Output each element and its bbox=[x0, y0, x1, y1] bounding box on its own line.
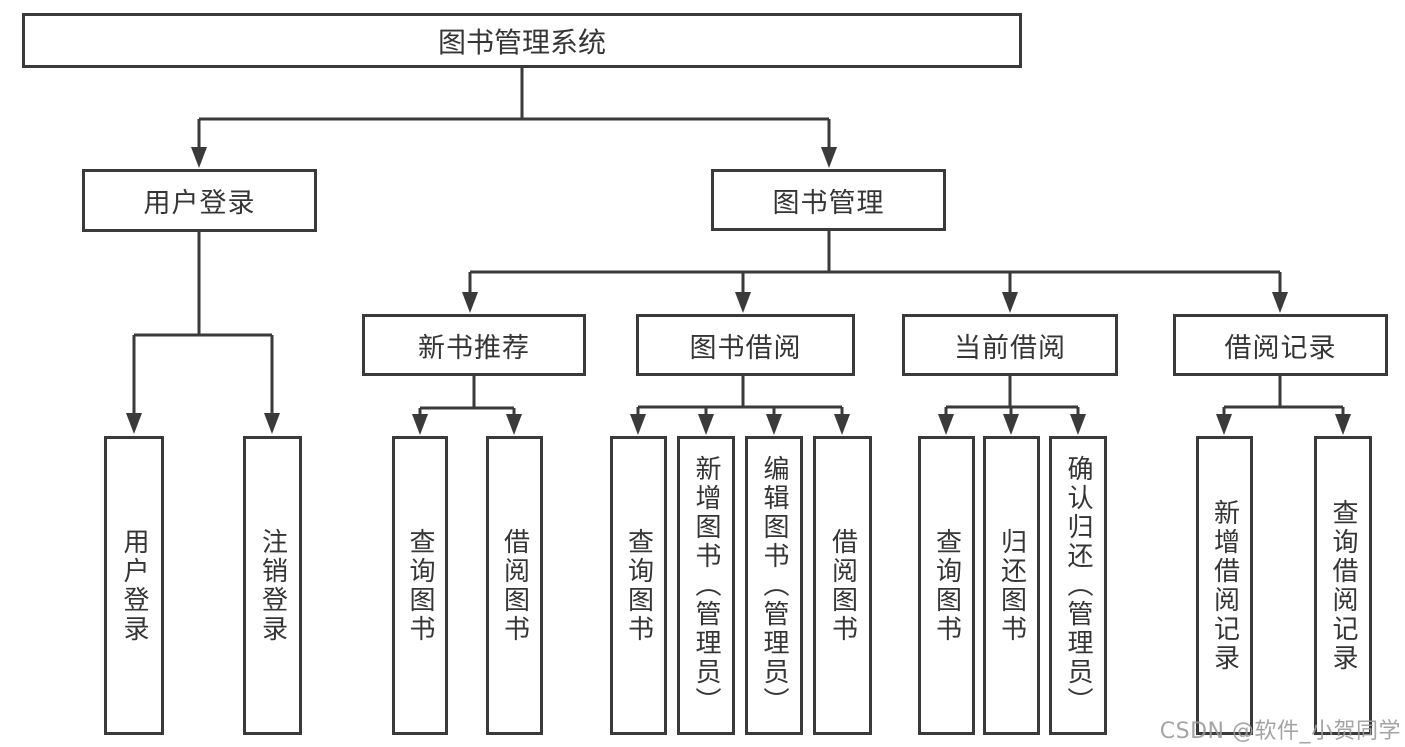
csdn-watermark: CSDN @软件_小贺同学 bbox=[1159, 719, 1401, 744]
leaf-query-books-recommend: 查询图书 bbox=[392, 436, 448, 735]
node-new-book-recommend: 新书推荐 bbox=[362, 314, 586, 376]
leaf-add-book-admin: 新增图书（管理员） bbox=[677, 436, 735, 735]
leaf-query-books-borrow: 查询图书 bbox=[610, 436, 667, 735]
leaf-add-borrow-record: 新增借阅记录 bbox=[1196, 436, 1253, 735]
node-borrow-records: 借阅记录 bbox=[1173, 314, 1388, 376]
leaf-logout: 注销登录 bbox=[243, 436, 302, 735]
node-book-borrow: 图书借阅 bbox=[636, 314, 855, 376]
leaf-user-login: 用户登录 bbox=[104, 436, 164, 735]
node-book-management: 图书管理 bbox=[711, 169, 946, 231]
leaf-edit-book-admin: 编辑图书（管理员） bbox=[745, 436, 803, 735]
leaf-return-book: 归还图书 bbox=[983, 436, 1040, 735]
leaf-query-borrow-record: 查询借阅记录 bbox=[1314, 436, 1372, 735]
leaf-query-books-current: 查询图书 bbox=[918, 436, 975, 735]
node-current-borrow: 当前借阅 bbox=[902, 314, 1118, 376]
leaf-borrow-books-recommend: 借阅图书 bbox=[486, 436, 543, 735]
root-node-system-title: 图书管理系统 bbox=[22, 13, 1022, 68]
node-user-login: 用户登录 bbox=[82, 169, 317, 232]
leaf-borrow-books-borrow: 借阅图书 bbox=[813, 436, 872, 735]
leaf-confirm-return-admin: 确认归还（管理员） bbox=[1049, 436, 1107, 735]
